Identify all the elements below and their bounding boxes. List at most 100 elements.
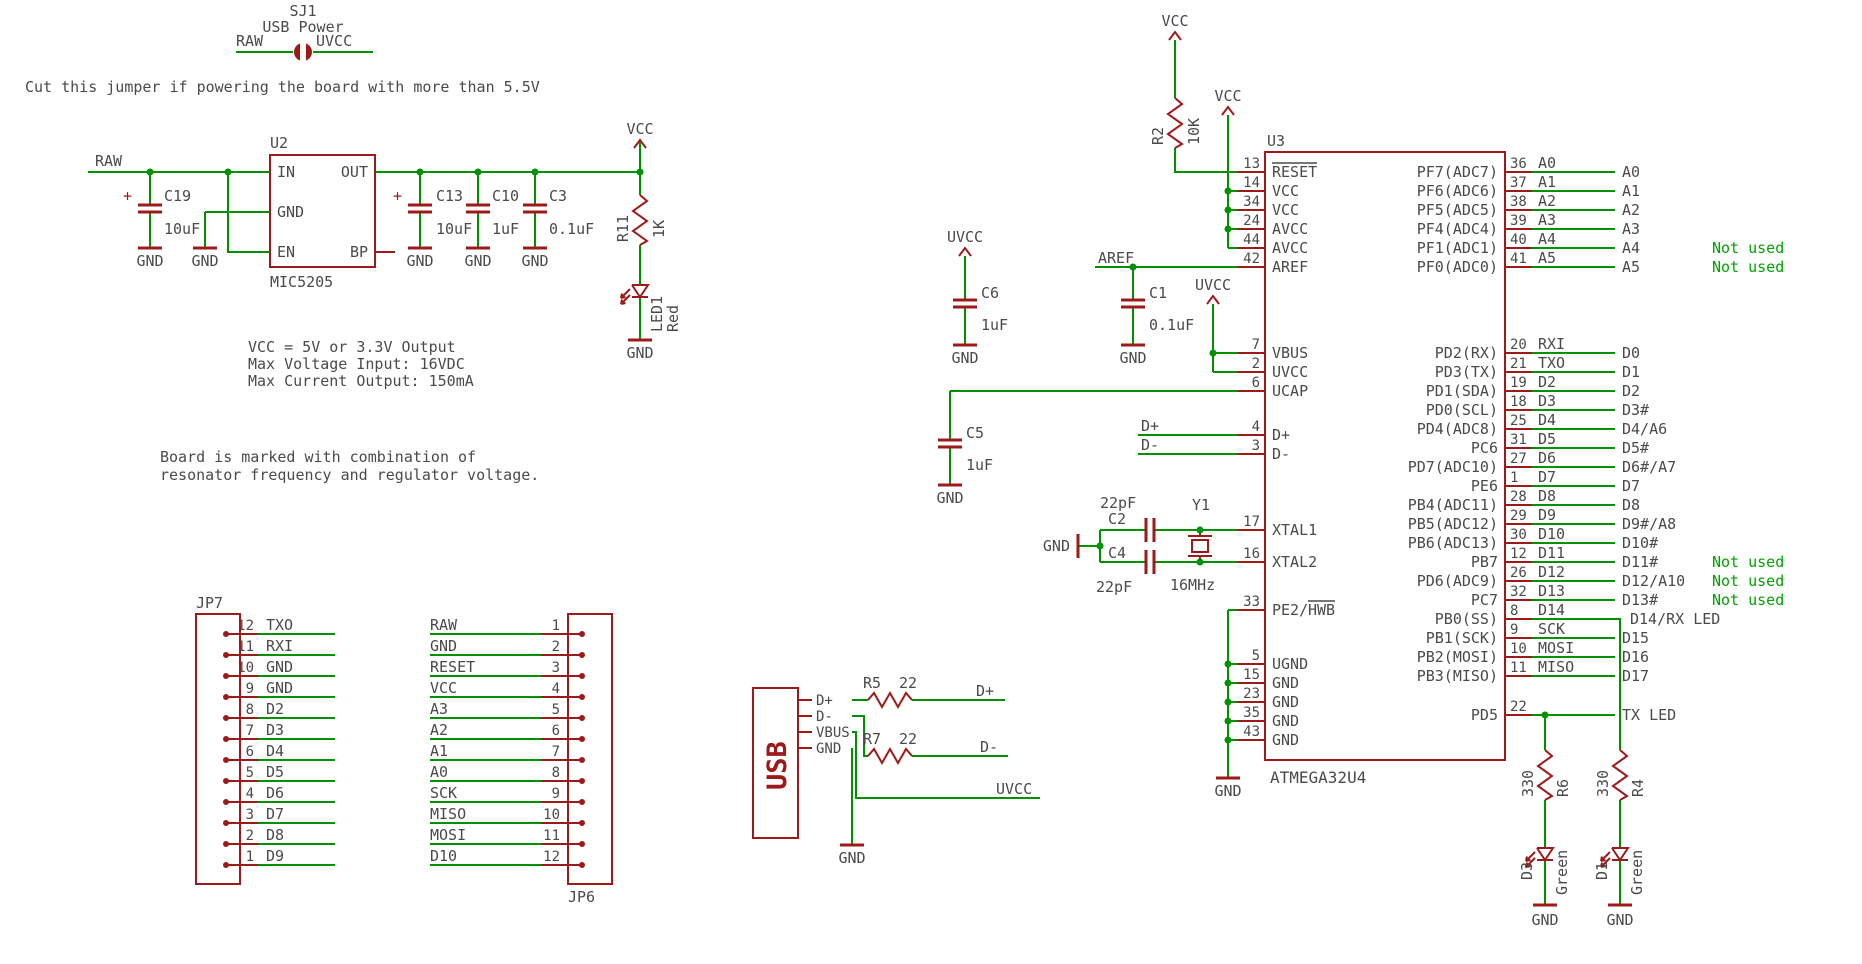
- jp6-box: [567, 613, 613, 885]
- u3-box: [1264, 151, 1506, 761]
- c5-ref: C5: [966, 424, 984, 442]
- mcu-pin-name: PB3(MISO): [1417, 667, 1498, 685]
- pin-number: 6: [552, 723, 560, 739]
- signal-annotation: D15: [1622, 629, 1649, 647]
- net-label-aref: AREF: [1098, 249, 1134, 267]
- net-label-dplus: D+: [1141, 417, 1159, 435]
- c2-ref: C2: [1108, 510, 1126, 528]
- c5-value: 1uF: [966, 456, 993, 474]
- signal-annotation: D13#: [1622, 591, 1658, 609]
- pin-number: 3: [1252, 438, 1260, 454]
- pin-number: 4: [1252, 419, 1260, 435]
- gnd-label: GND: [191, 252, 218, 270]
- net-label: D5: [1538, 430, 1556, 448]
- r7-ref: R7: [863, 730, 881, 748]
- polarity-plus-icon: +: [393, 187, 402, 205]
- pin-number: 2: [1252, 356, 1260, 372]
- mcu-pin-name: GND: [1272, 731, 1299, 749]
- r11-value: 1K: [650, 220, 668, 238]
- net-wires-left: [88, 51, 641, 866]
- pin-number: 29: [1510, 508, 1527, 524]
- pin-number: 22: [1510, 699, 1527, 715]
- r6-ref: R6: [1554, 779, 1572, 797]
- jp6-ref: JP6: [568, 888, 595, 906]
- net-label: D8: [266, 826, 284, 844]
- regulator-note-1: VCC = 5V or 3.3V Output: [248, 338, 456, 356]
- vcc-label: VCC: [626, 120, 653, 138]
- pin-number: 44: [1243, 232, 1260, 248]
- pin-number: 33: [1243, 594, 1260, 610]
- net-label: VCC: [430, 679, 457, 697]
- pin-number: 1: [552, 618, 560, 634]
- signal-annotation: A5: [1622, 258, 1640, 276]
- net-label: D3: [1538, 392, 1556, 410]
- net-label: D6: [266, 784, 284, 802]
- mcu-pin-name: PF0(ADC0): [1417, 258, 1498, 276]
- pin-number: 7: [1252, 337, 1260, 353]
- gnd-label: GND: [136, 252, 163, 270]
- net-label: A3: [430, 700, 448, 718]
- r5-value: 22: [899, 674, 917, 692]
- mcu-pin-name: PF7(ADC7): [1417, 163, 1498, 181]
- net-label: D2: [266, 700, 284, 718]
- signal-annotation: A2: [1622, 201, 1640, 219]
- signal-annotation: D14/RX LED: [1630, 610, 1720, 628]
- signal-annotation: D8: [1622, 496, 1640, 514]
- pin-number: 15: [1243, 667, 1260, 683]
- usb-connector-label: USB: [762, 741, 793, 790]
- signal-annotation: D1: [1622, 363, 1640, 381]
- signal-annotation: TX LED: [1622, 706, 1676, 724]
- gnd-label: GND: [406, 252, 433, 270]
- gnd-label: GND: [626, 344, 653, 362]
- u2-ref: U2: [270, 134, 288, 152]
- c3-ref: C3: [549, 187, 567, 205]
- usb-pin-gnd: GND: [816, 741, 841, 757]
- net-label-dminus: D-: [980, 738, 998, 756]
- pin-number: 27: [1510, 451, 1527, 467]
- signal-annotation: D12/A10: [1622, 572, 1685, 590]
- net-label: A2: [430, 721, 448, 739]
- mcu-pin-name: PC6: [1471, 439, 1498, 457]
- signal-annotation: A1: [1622, 182, 1640, 200]
- solder-jumper-sj1: SJ1 USB Power RAW UVCC: [236, 2, 352, 63]
- pin-number: 9: [246, 681, 254, 697]
- supply-arrow-icons: [633, 30, 1235, 305]
- r6-value: 330: [1519, 770, 1537, 797]
- signal-annotation: A3: [1622, 220, 1640, 238]
- pin-number: 10: [543, 807, 560, 823]
- pin-number: 30: [1510, 527, 1527, 543]
- net-label-uvcc: UVCC: [316, 32, 352, 50]
- signal-annotation: D16: [1622, 648, 1649, 666]
- net-label: D10: [1538, 525, 1565, 543]
- pin-number: 7: [552, 744, 560, 760]
- uvcc-label: UVCC: [1195, 276, 1231, 294]
- led1-color: Red: [664, 305, 682, 332]
- pin-number: 9: [552, 786, 560, 802]
- mcu-pin-name: VCC: [1272, 182, 1299, 200]
- pin-number: 5: [552, 702, 560, 718]
- mcu-pin-name: D+: [1272, 426, 1290, 444]
- pin-number: 37: [1510, 175, 1527, 191]
- mcu-pin-name: AVCC: [1272, 239, 1308, 257]
- board-note-2: resonator frequency and regulator voltag…: [160, 466, 539, 484]
- pin-number: 3: [246, 807, 254, 823]
- gnd-label: GND: [838, 849, 865, 867]
- led-symbols: [620, 284, 1630, 868]
- mcu-pin-name: GND: [1272, 693, 1299, 711]
- net-label: D7: [266, 805, 284, 823]
- mcu-pin-name: PD5: [1471, 706, 1498, 724]
- usb-pin-dminus: D-: [816, 709, 833, 725]
- u3-ref: U3: [1267, 132, 1285, 150]
- pin-number: 41: [1510, 251, 1527, 267]
- r7-value: 22: [899, 730, 917, 748]
- d1-color: Green: [1628, 850, 1646, 895]
- crystal-symbol: [1188, 530, 1212, 562]
- usb-pin-dplus: D+: [816, 693, 833, 709]
- net-label: D3: [266, 721, 284, 739]
- c19-value: 10uF: [164, 220, 200, 238]
- d1-ref: D1: [1593, 862, 1611, 880]
- pin-number: 12: [543, 849, 560, 865]
- r2-ref: R2: [1149, 127, 1167, 145]
- signal-annotation: D9#/A8: [1622, 515, 1676, 533]
